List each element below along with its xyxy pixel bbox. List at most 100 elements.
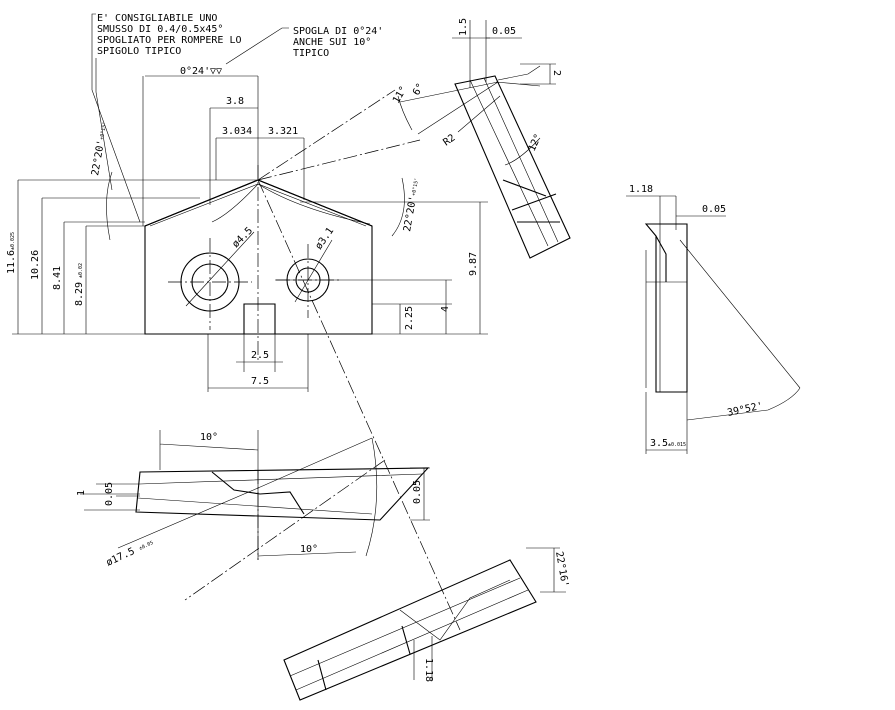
rake-leader [225,27,289,65]
dim-h-total-lines [12,179,258,335]
dim-h-total: 11.6 [6,250,17,274]
dim-7-5: 7.5 [251,376,269,387]
rake-note-line-2: ANCHE SUI 10° [293,37,371,48]
dim-2-5: 2.5 [251,350,269,361]
dim-3-8: 3.8 [226,96,244,107]
side-view: 1.18 0.05 39°52' 3.5 ±0.015 [626,184,801,454]
bottom-edge [211,471,305,515]
side-outline [644,223,688,393]
dim-9-87: 9.87 [468,252,479,276]
dim-3-034: 3.034 [222,126,252,137]
dim-side-1-18: 1.18 [629,184,653,195]
angle-12-arc [504,137,541,166]
dim-4: 4 [440,306,451,312]
hole-large-label: ø4.5 [230,225,255,250]
rotated-dim-1-18: 1.18 [423,658,434,682]
rotated-section-lines [317,625,411,691]
dim-bottom-10-line [257,551,357,557]
projection-line-cross [184,459,386,601]
land-edge [211,183,371,225]
angle-11: 11° [391,84,410,105]
dim-top-angle-lines [142,75,259,226]
dim-8-29-tol: ±0.02 [78,263,84,278]
radius-label: R2 [441,133,457,149]
diameter-lines [117,437,378,557]
bottom-diameter: ø17.5 [105,546,137,569]
angle-left-arc [106,171,113,241]
dim-2-5-lines [236,334,283,372]
rake-note-line-1: SPOGLA DI 0°24' [293,26,383,37]
chamfer-note-line-1: E' CONSIGLIABILE UNO [97,13,217,24]
dim-2-25: 2.25 [404,306,415,330]
dim-8-29-lines [85,225,145,334]
chamfer-leader-2 [95,58,113,191]
radius-leader [457,95,501,133]
angle-right-arc [391,177,405,237]
dim-2: 2 [551,70,562,76]
top-detail-tip [495,65,541,87]
top-detail-outline [454,75,571,259]
side-edge [655,235,667,282]
dim-9-87-lines [300,201,488,335]
chamfer-note-line-3: SPOGLIATO PER ROMPERE LO [97,35,242,46]
top-detail-view: 1.5 0.05 2 11° 6° R2 12° [391,18,571,259]
hole-large-centerlines [168,238,252,330]
dim-7-5-lines [207,334,309,392]
rake-note-line-3: TIPICO [293,48,329,59]
angle-6: 6° [411,82,427,98]
bottom-dim-0-05-left: 0.05 [104,482,115,506]
dim-left-lines [80,483,140,511]
rotated-outline [283,559,537,701]
dim-1-5-lines [452,20,490,88]
bottom-angle-bottom: 10° [300,544,318,555]
angle-left-tol: +0°15' [99,122,108,141]
dim-right-lines [410,467,430,521]
rotated-edge [399,579,511,641]
top-angle-label: 0°24' [180,66,210,77]
bottom-angle-top: 10° [200,432,218,443]
rotated-inner-lines [289,577,529,691]
dim-8-41-lines [63,221,145,334]
side-angle-lines [679,239,801,421]
chamfer-note-line-4: SPIGOLO TIPICO [97,46,181,57]
angle-12: 12° [527,132,545,153]
dim-side-0-05: 0.05 [702,204,726,215]
dim-8-29: 8.29 [74,282,85,306]
dim-top-10-lines [159,430,259,560]
projection-line-bottom [257,179,461,631]
top-detail-inner [469,77,559,247]
bottom-diameter-tol: ±0.05 [138,540,154,552]
dim-2-lines [520,63,556,85]
side-angle: 39°52' [726,401,764,419]
hole-small-leader [294,239,333,303]
dim-3-321: 3.321 [268,126,298,137]
front-outline [144,179,373,335]
rotated-angle-lines [526,547,566,593]
angle-11-6-lines [399,81,499,135]
top-detail-section-lines [502,179,560,223]
chamfer-leader [91,13,141,223]
angle-11-arc [397,95,413,131]
cutting-edges [144,179,373,227]
bottom-view: 10° 10° 1 0.05 0.05 ø17.5 ±0.05 [76,430,430,569]
hole-small-centerlines [276,244,340,318]
dim-h-total-tol: ±0.025 [10,232,16,250]
dim-2-25-4-lines [275,279,452,334]
hole-large-leader [185,231,255,307]
chamfer-note: E' CONSIGLIABILE UNO SMUSSO DI 0.4/0.5x4… [91,13,242,223]
bottom-inner-lines [137,473,423,515]
projection-line-top [257,89,421,181]
rake-note: SPOGLA DI 0°24' ANCHE SUI 10° TIPICO [225,26,383,65]
dim-3-5: 3.5 [650,438,668,449]
dim-0-05-top: 0.05 [492,26,516,37]
dim-side-1-18-lines [626,195,677,236]
top-angle-symbol: ▽▽ [210,66,222,77]
dim-1-5: 1.5 [458,18,469,36]
angle-right-tol: +0°15' [411,178,420,197]
hole-small-label: ø3.1 [313,226,336,252]
dim-10-26-lines [41,197,200,334]
angle-left-label: 22°20' [90,139,107,176]
rotated-view: 22°16' 1.18 [283,547,570,701]
front-view: 0°24' ▽▽ 3.8 3.034 3.321 22°20' +0°15' 2… [6,66,488,631]
